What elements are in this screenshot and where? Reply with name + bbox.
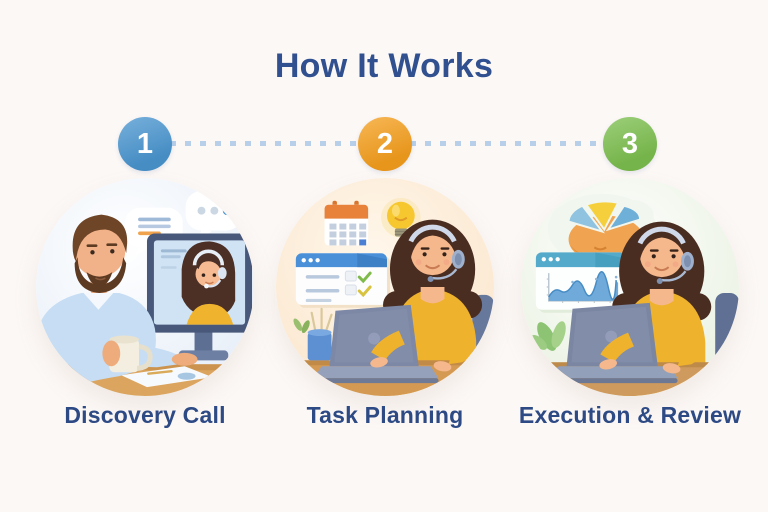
step-column-discovery-call: 1 bbox=[25, 0, 265, 512]
calendar-icon bbox=[324, 200, 369, 246]
coffee-mug-icon bbox=[102, 335, 153, 373]
execution-review-illustration bbox=[521, 178, 739, 396]
page-title: How It Works bbox=[274, 46, 494, 85]
step-3-label: Execution & Review bbox=[518, 402, 742, 428]
laptop-icon bbox=[313, 304, 439, 384]
plant-icon bbox=[530, 321, 566, 351]
agent-woman-figure bbox=[383, 219, 483, 396]
step-1-label: Discovery Call bbox=[64, 402, 226, 428]
discovery-call-illustration bbox=[36, 178, 254, 396]
pen-cup-icon bbox=[307, 307, 333, 361]
video-call-monitor-icon bbox=[146, 233, 253, 361]
step-column-task-planning: 2 bbox=[265, 0, 505, 512]
step-1-number-badge: 1 bbox=[118, 117, 172, 171]
step-2-number-badge: 2 bbox=[358, 117, 412, 171]
analytics-chart-window-icon bbox=[535, 252, 629, 313]
step-2-label: Task Planning bbox=[306, 402, 464, 428]
leaf-sprig-icon bbox=[293, 318, 310, 334]
task-planning-svg bbox=[276, 178, 494, 396]
laptop-icon bbox=[550, 302, 678, 384]
document-icon bbox=[121, 366, 213, 388]
agent-hands bbox=[599, 332, 702, 374]
execution-review-svg bbox=[521, 178, 739, 396]
step-column-execution-review: 3 bbox=[510, 0, 750, 512]
office-chair bbox=[715, 292, 739, 369]
discovery-call-svg bbox=[36, 178, 254, 396]
task-checklist-window-icon bbox=[295, 253, 390, 308]
agent-hands bbox=[370, 330, 473, 372]
step-3-number-badge: 3 bbox=[603, 117, 657, 171]
task-planning-illustration bbox=[276, 178, 494, 396]
